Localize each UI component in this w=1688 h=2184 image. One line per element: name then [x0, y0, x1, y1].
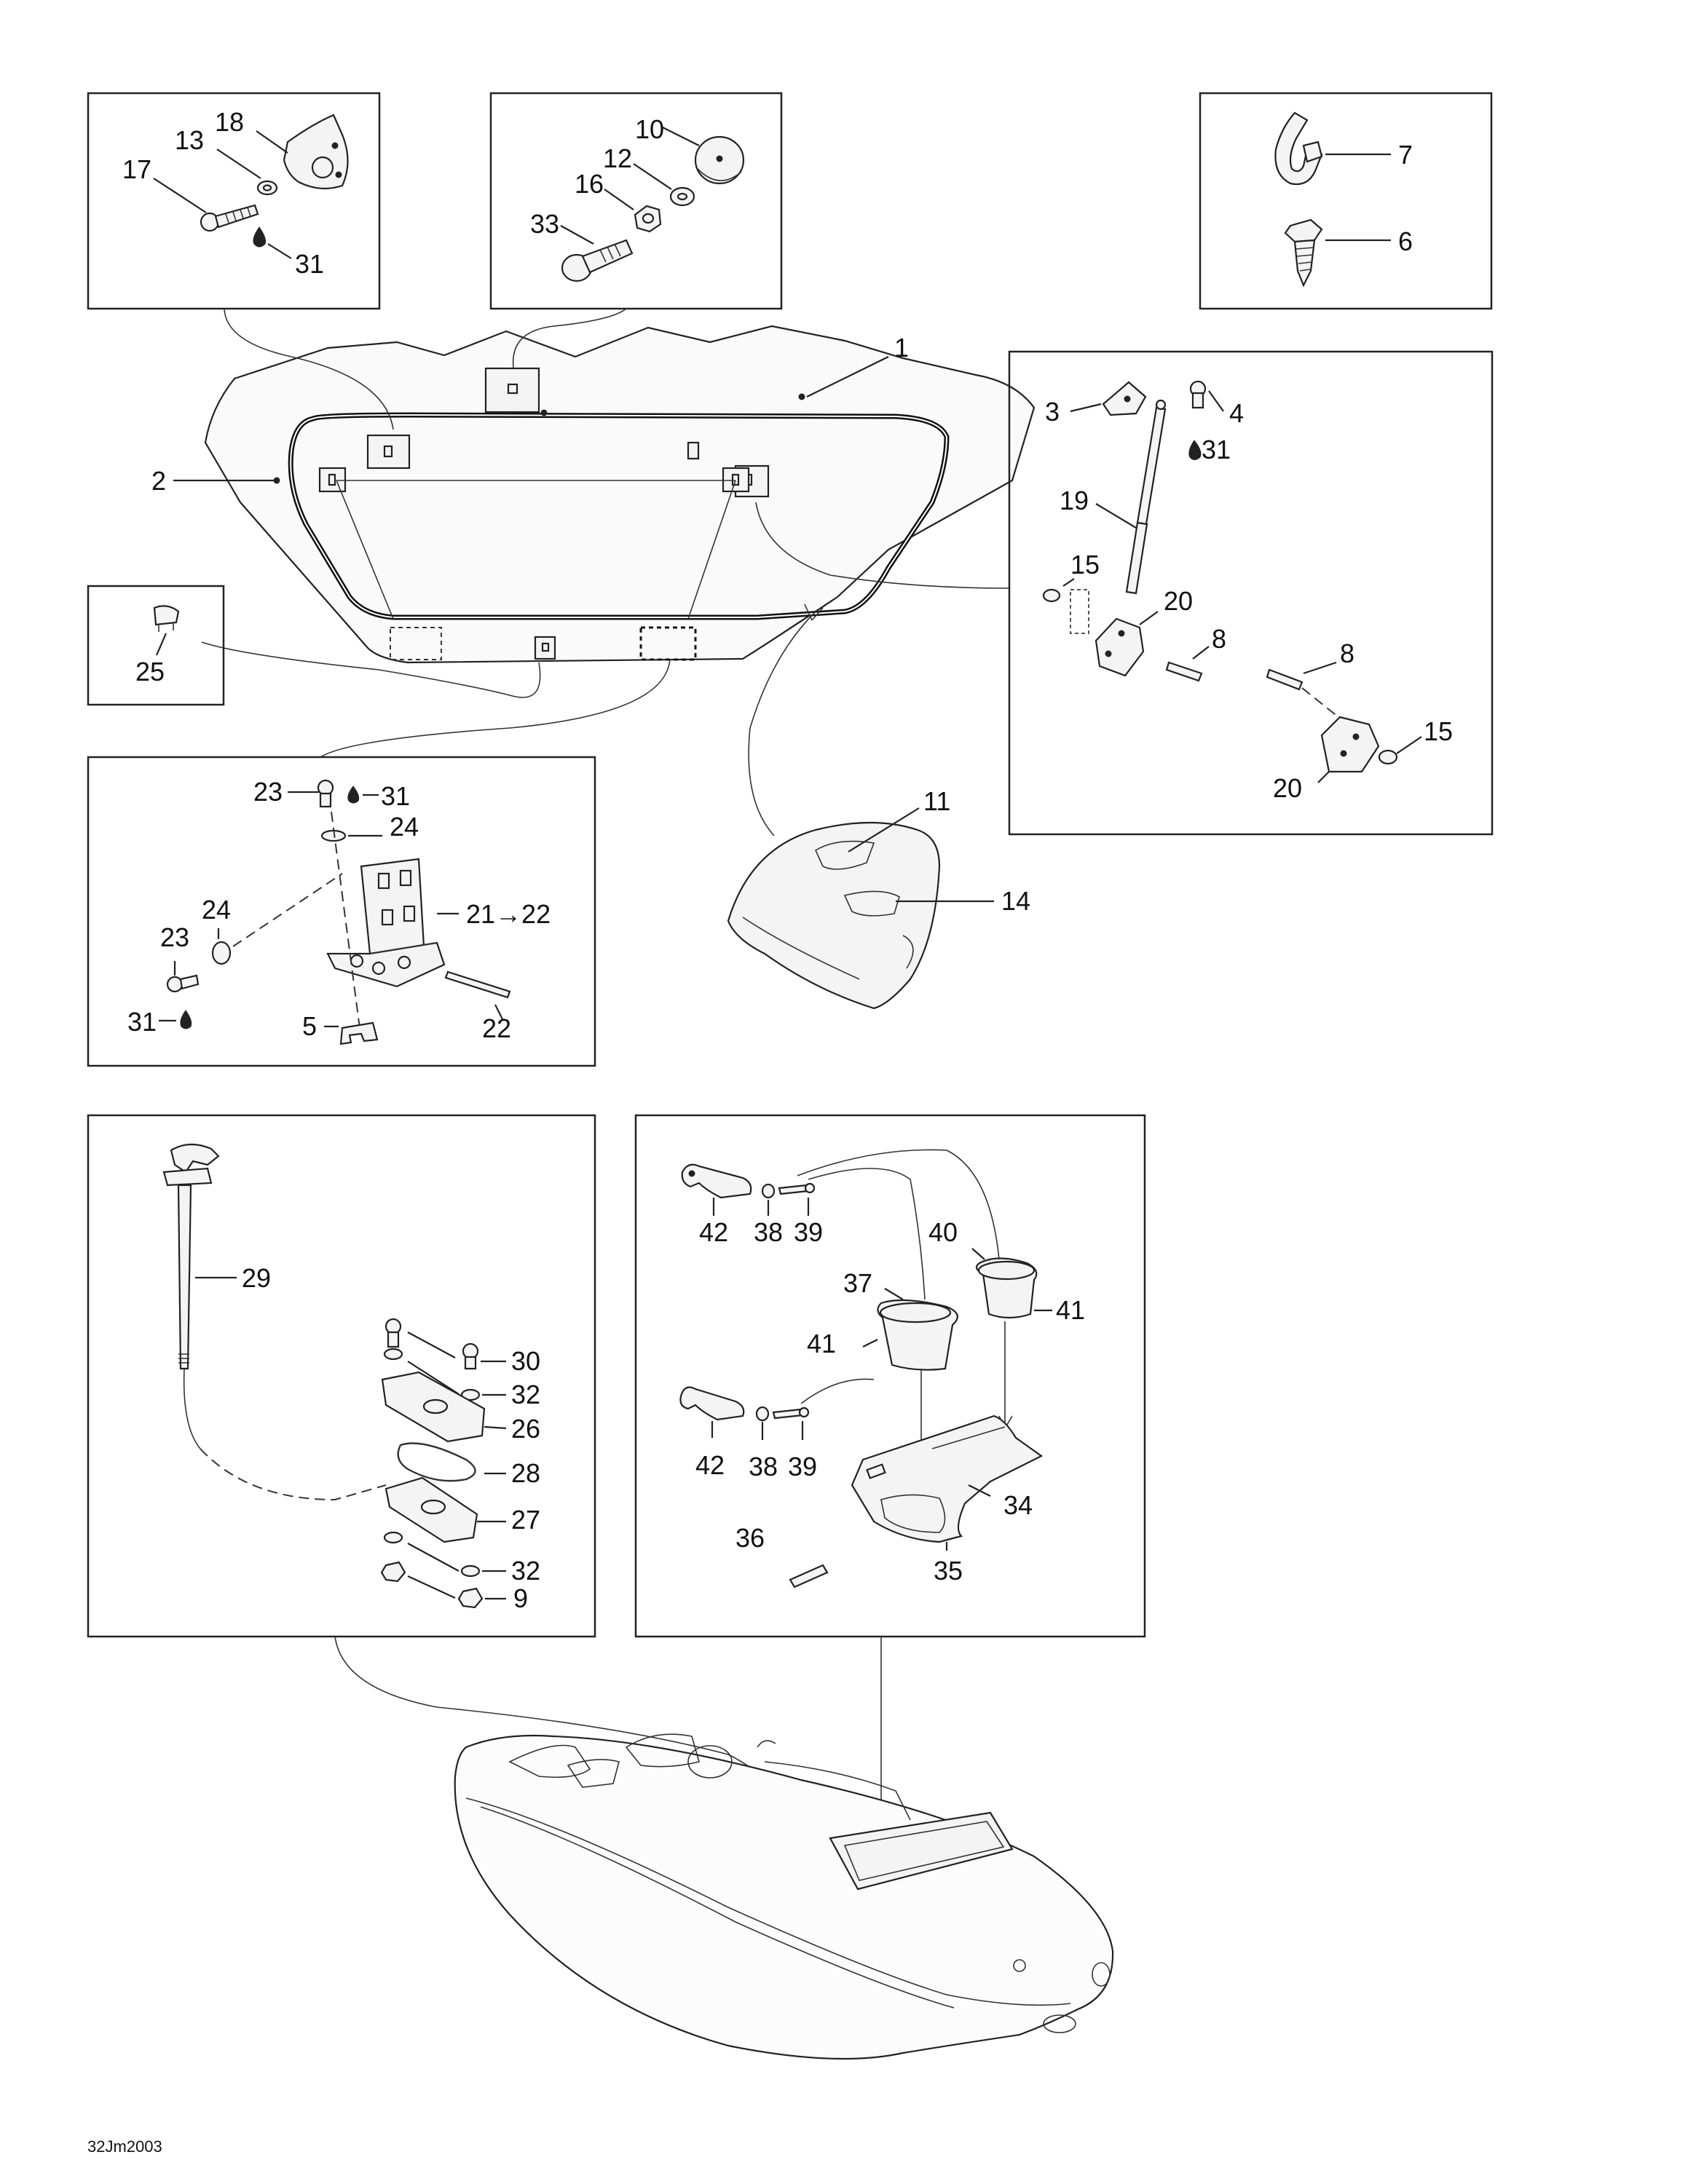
callout-32: 32 — [511, 1556, 540, 1586]
hinge-part — [326, 858, 446, 988]
callout-13: 13 — [175, 125, 204, 155]
bracket-part — [679, 1386, 745, 1421]
callout-22: 22 — [482, 1013, 511, 1043]
callout-42: 42 — [695, 1450, 725, 1480]
callout-31: 31 — [295, 249, 324, 279]
box-hinge: 23 31 24 21→22 22 24 — [87, 756, 596, 1067]
callout-31: 31 — [381, 781, 410, 811]
callout-10: 10 — [635, 114, 664, 144]
callout-38: 38 — [754, 1217, 783, 1247]
callout-35: 35 — [934, 1556, 963, 1586]
callout-17: 17 — [122, 154, 151, 184]
callout-8: 8 — [1340, 638, 1354, 668]
callout-20: 20 — [1164, 586, 1193, 616]
callout-41: 41 — [1056, 1295, 1085, 1325]
rivet-part — [1284, 218, 1323, 288]
bracket-part — [681, 1163, 752, 1199]
callout-6: 6 — [1398, 226, 1413, 256]
callout-25: 25 — [135, 657, 165, 687]
callout-4: 4 — [1229, 398, 1244, 428]
sealant-drop-icon — [253, 226, 267, 248]
callout-24: 24 — [202, 895, 231, 925]
callout-39: 39 — [788, 1452, 817, 1481]
latch-handle-part — [162, 1143, 220, 1449]
callout-41: 41 — [807, 1329, 836, 1358]
sealant-drop-icon — [180, 1010, 192, 1029]
callout-39: 39 — [794, 1217, 823, 1247]
callout-42: 42 — [699, 1217, 728, 1247]
callout-5: 5 — [302, 1011, 317, 1041]
callout-12: 12 — [603, 143, 632, 173]
callout-38: 38 — [749, 1452, 778, 1481]
spring-part — [397, 1442, 476, 1482]
callout-23: 23 — [253, 777, 283, 807]
callout-32: 32 — [511, 1380, 540, 1409]
callout-7: 7 — [1398, 140, 1413, 170]
callout-1: 1 — [894, 333, 909, 363]
cable-tie-part — [1274, 111, 1323, 186]
callout-37: 37 — [843, 1268, 872, 1298]
box-bumper-bolt: 10 12 16 33 — [489, 92, 783, 310]
boat-hull — [454, 1733, 1114, 2060]
callout-23: 23 — [160, 922, 189, 952]
callout-24: 24 — [390, 812, 419, 842]
callout-9: 9 — [513, 1583, 528, 1613]
callout-14: 14 — [1001, 886, 1030, 916]
callout-31: 31 — [1202, 435, 1231, 464]
sealant-drop-icon — [1188, 440, 1202, 460]
callout-27: 27 — [511, 1505, 540, 1535]
box-emblem: 25 — [87, 585, 225, 706]
tray-part — [851, 1415, 1044, 1543]
screw-part — [200, 204, 259, 232]
callout-15: 15 — [1070, 550, 1100, 579]
callout-26: 26 — [511, 1414, 540, 1444]
callout-30: 30 — [511, 1346, 540, 1376]
callout-15: 15 — [1424, 716, 1453, 746]
bin-part — [975, 1257, 1038, 1319]
callout-36: 36 — [735, 1523, 765, 1553]
callout-19: 19 — [1060, 486, 1089, 515]
callout-16: 16 — [575, 169, 604, 199]
box-clip-screw: 18 13 17 31 — [87, 92, 381, 310]
bracket-part — [1095, 617, 1145, 677]
diagram-code: 32Jm2003 — [87, 2137, 162, 2156]
callout-8: 8 — [1212, 624, 1226, 654]
callout-18: 18 — [215, 107, 244, 137]
bin-part — [877, 1299, 958, 1371]
callout-20: 20 — [1273, 773, 1302, 803]
callout-31: 31 — [127, 1007, 157, 1037]
box-storage-bins: 42 38 39 42 38 39 37 41 40 — [634, 1114, 1146, 1638]
bracket-part — [1320, 716, 1380, 773]
callout-21: 21→22 — [466, 899, 551, 929]
gas-spring-part — [1125, 399, 1167, 595]
storage-lid-assembly: 1 2 — [151, 325, 1036, 664]
seat-cover: 11 14 — [727, 786, 1030, 1010]
callout-3: 3 — [1045, 397, 1060, 427]
callout-40: 40 — [928, 1217, 958, 1247]
sealant-drop-icon — [347, 786, 360, 804]
lid-outer-shell — [204, 325, 1036, 664]
callout-28: 28 — [511, 1458, 540, 1488]
bolt-part — [561, 239, 634, 282]
box-latch-cable: 29 30 32 26 28 27 32 — [87, 1114, 596, 1638]
callout-34: 34 — [1003, 1490, 1033, 1520]
callout-2: 2 — [151, 466, 166, 496]
clip-part — [339, 1021, 379, 1045]
callout-33: 33 — [530, 209, 559, 239]
callout-11: 11 — [923, 786, 950, 816]
callout-29: 29 — [242, 1263, 271, 1293]
snap-part — [153, 605, 180, 626]
box-tie-rivet: 7 6 — [1199, 92, 1493, 310]
box-gas-spring: 3 4 31 19 15 20 8 8 — [1008, 350, 1494, 836]
